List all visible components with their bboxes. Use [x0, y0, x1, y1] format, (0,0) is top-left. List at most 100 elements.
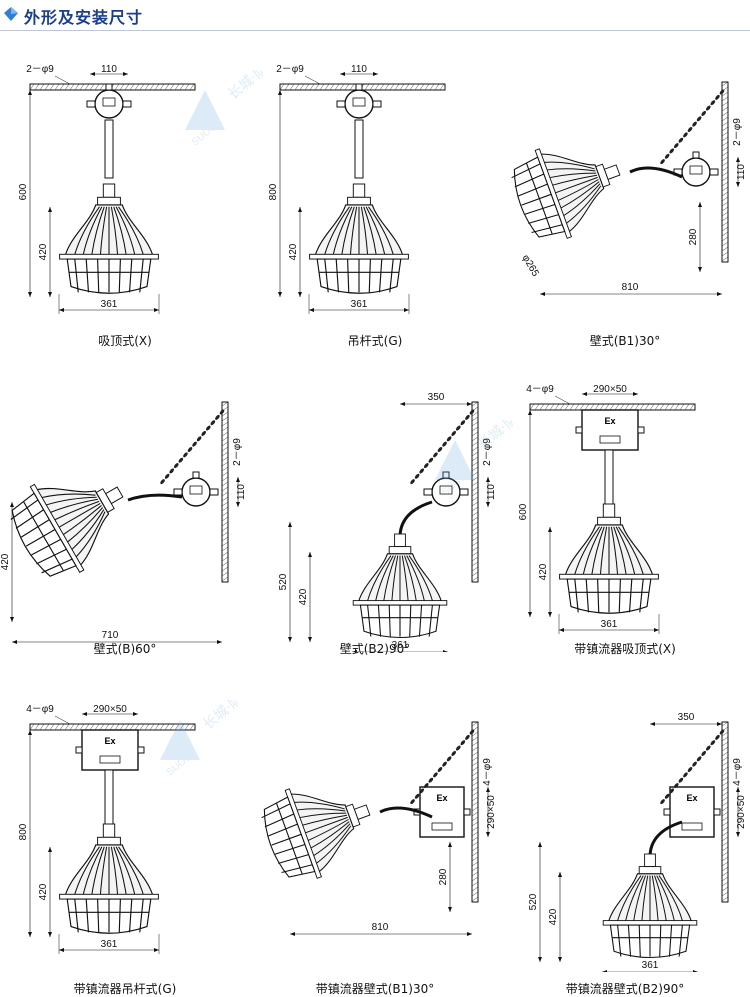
watermark-text: 长城·防爆: [200, 700, 240, 733]
hole-spec-label: 4－φ9: [732, 758, 743, 786]
figure-caption: 壁式(B)60°: [93, 642, 157, 656]
lamp-body: [602, 853, 698, 958]
total-height-label: 600: [518, 503, 529, 520]
box-width-label: 110: [351, 64, 367, 75]
lamp-height-label: 420: [538, 563, 549, 580]
box-width-label: 110: [736, 164, 747, 180]
safety-chain: [660, 729, 725, 805]
figure-caption: 带镇流器壁式(B2)90°: [565, 982, 685, 996]
hole-spec-label: 2－φ9: [26, 64, 54, 75]
diameter-label: φ265: [520, 253, 541, 279]
safety-chain: [160, 409, 225, 485]
junction-box: [423, 471, 469, 507]
safety-chain: [410, 409, 475, 485]
lamp-body: [59, 823, 159, 934]
ballast-box: Ex: [663, 786, 721, 838]
ex-mark: Ex: [436, 793, 447, 803]
box-size-label: 290×50: [93, 704, 127, 715]
figure-caption: 吊杆式(G): [347, 334, 403, 348]
hole-spec-label: 4－φ9: [482, 758, 493, 786]
section-header: 外形及安装尺寸: [0, 0, 750, 31]
drop-label: 280: [688, 228, 699, 245]
total-height-label: 800: [18, 823, 29, 840]
watermark-text: 长城·防爆: [225, 70, 265, 103]
hole-spec-label: 2－φ9: [276, 64, 304, 75]
top-offset-label: 350: [428, 392, 445, 403]
watermark-text: 长城·防爆: [475, 420, 515, 453]
lamp-width-label: 361: [642, 960, 659, 971]
lamp-height-label: 420: [288, 243, 299, 260]
lamp-height-label: 420: [38, 243, 49, 260]
lamp-body: [559, 503, 659, 614]
total-height-label: 520: [278, 573, 289, 590]
diamond-icon: [4, 7, 18, 21]
ex-mark: Ex: [604, 416, 615, 426]
figure-grid: 2－φ9 110 600 420 361 吸顶式(X) 2－φ9 110 800 420 361 吊杆…: [0, 32, 750, 996]
lamp-body: [59, 183, 159, 294]
lamp-width-label: 361: [601, 619, 618, 630]
total-height-label: 420: [0, 553, 11, 570]
junction-box: [336, 83, 382, 119]
top-offset-label: 350: [678, 712, 695, 723]
junction-box: [673, 151, 719, 187]
lamp-width-label: 361: [392, 640, 409, 651]
reach-label: 710: [102, 630, 119, 641]
ex-mark: Ex: [686, 793, 697, 803]
mounting-drawing: 2－φ9 110 800 420 361: [268, 64, 446, 314]
figure-cell: 2－φ9 110 800 420 361 吊杆式(G): [250, 32, 500, 352]
hole-spec-label: 4－φ9: [26, 704, 54, 715]
box-size-label: 290×50: [486, 795, 497, 829]
total-height-label: 600: [18, 183, 29, 200]
lamp-body: [10, 483, 124, 577]
figure-caption: 壁式(B2)90°: [339, 642, 411, 656]
hole-spec-label: 2－φ9: [732, 118, 743, 146]
figure-cell: 2－φ9 110 280 φ265 810 壁式(B1)30°: [500, 32, 750, 352]
figure-caption: 吸顶式(X): [98, 334, 152, 348]
safety-chain: [410, 729, 475, 805]
box-width-label: 110: [236, 484, 247, 500]
figure-caption: 壁式(B1)30°: [589, 334, 661, 348]
mounting-drawing: 2－φ9 110 280 φ265 810: [511, 81, 747, 296]
lamp-width-label: 361: [351, 299, 368, 310]
ex-mark: Ex: [104, 736, 115, 746]
junction-box: [173, 471, 219, 507]
lamp-height-label: 420: [38, 883, 49, 900]
ballast-box: Ex: [75, 729, 145, 771]
lamp-width-label: 361: [101, 939, 118, 950]
hole-spec-label: 4－φ9: [526, 384, 554, 395]
mounting-drawing: 2－φ9 110 350 520 420 361: [278, 392, 497, 652]
lamp-body: [309, 183, 409, 294]
lamp-height-label: 420: [298, 588, 309, 605]
reach-label: 810: [622, 282, 639, 293]
figure-caption: 带镇流器壁式(B1)30°: [315, 982, 435, 996]
total-height-label: 800: [268, 183, 279, 200]
figure-caption: 带镇流器吸顶式(X): [574, 642, 676, 656]
lamp-height-label: 420: [548, 908, 559, 925]
hole-spec-label: 2－φ9: [482, 438, 493, 466]
box-size-label: 290×50: [593, 384, 627, 395]
lamp-body: [352, 533, 448, 638]
reach-label: 810: [372, 922, 389, 933]
junction-box: [86, 83, 132, 119]
total-height-label: 520: [528, 893, 539, 910]
box-width-label: 110: [486, 484, 497, 500]
box-size-label: 290×50: [736, 795, 747, 829]
figure-caption: 带镇流器吊杆式(G): [73, 982, 177, 996]
drop-label: 280: [438, 868, 449, 885]
